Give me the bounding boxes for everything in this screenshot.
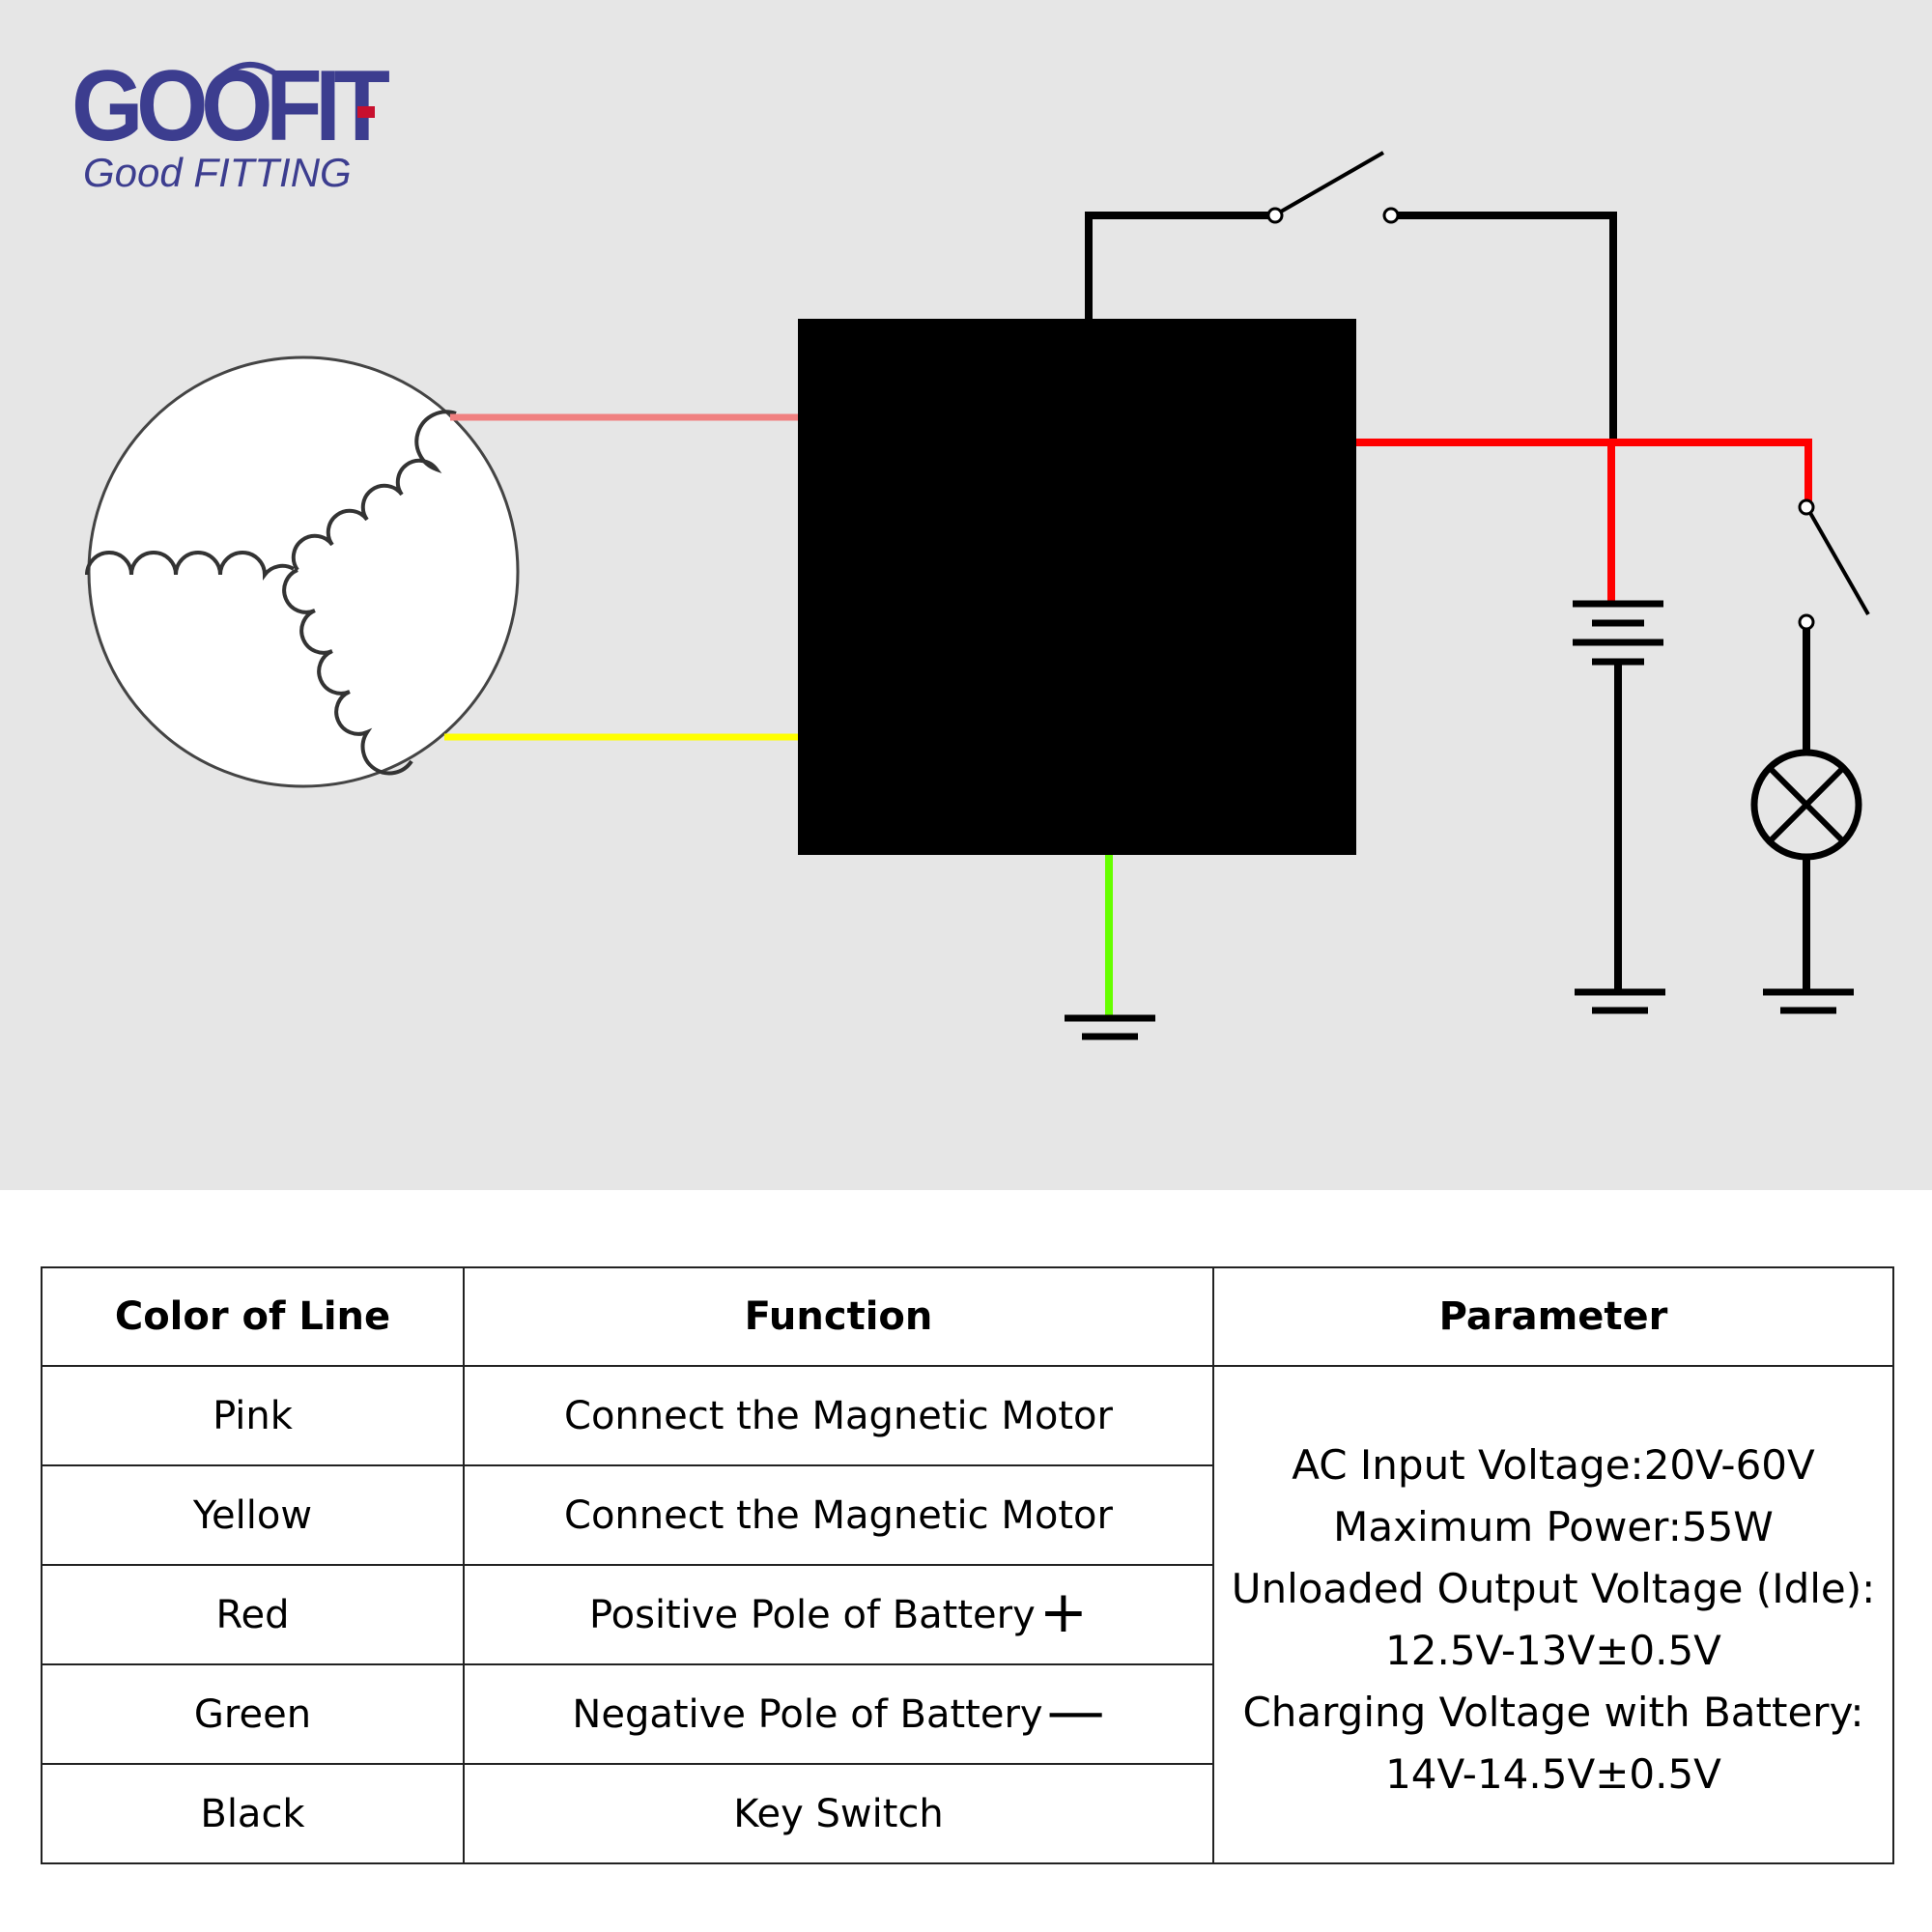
function-text: Negative Pole of Battery <box>572 1691 1043 1737</box>
logo-accent-dash <box>357 106 375 118</box>
ground-icon <box>1575 988 1665 1014</box>
function-text: Connect the Magnetic Motor <box>564 1393 1113 1438</box>
cell-color: Green <box>41 1663 465 1765</box>
table-header-row: Color of Line Function Parameter <box>41 1266 1894 1367</box>
cell-function: Positive Pole of Battery+ <box>463 1564 1214 1665</box>
logo-wordmark: GOOFIT <box>71 50 390 162</box>
table-row: Red Positive Pole of Battery+ <box>41 1564 1893 1665</box>
param-max-power: Maximum Power:55W <box>1333 1502 1774 1550</box>
table-row: Black Key Switch <box>41 1763 1893 1864</box>
cell-color: Red <box>41 1564 465 1665</box>
brand-logo: GOOFIT Good FITTING <box>71 50 390 201</box>
key-switch-icon <box>1085 151 1617 442</box>
table-row: Pink Connect the Magnetic Motor AC Input… <box>41 1365 1894 1864</box>
regulator-box-icon <box>798 319 1356 855</box>
cell-function: Key Switch <box>463 1763 1214 1864</box>
cell-parameters: AC Input Voltage:20V-60V Maximum Power:5… <box>1212 1365 1894 1864</box>
param-unloaded-label: Unloaded Output Voltage (Idle): <box>1231 1564 1876 1612</box>
generator-coil-icon <box>85 355 520 788</box>
function-text: Positive Pole of Battery <box>588 1592 1036 1637</box>
red-wire <box>1356 439 1812 507</box>
header-function: Function <box>463 1266 1214 1367</box>
table-row: Green Negative Pole of Battery— <box>41 1663 1893 1765</box>
function-text: Key Switch <box>733 1791 944 1836</box>
ground-icon <box>1065 1014 1155 1040</box>
param-charging-label: Charging Voltage with Battery: <box>1242 1688 1864 1736</box>
spec-table: Color of Line Function Parameter Pink Co… <box>41 1266 1894 1864</box>
battery-icon <box>1573 600 1663 990</box>
minus-symbol: — <box>1046 1677 1105 1746</box>
header-parameter: Parameter <box>1212 1266 1894 1367</box>
cell-function: Connect the Magnetic Motor <box>463 1365 1214 1466</box>
cell-color: Yellow <box>41 1464 465 1566</box>
table-row: Yellow Connect the Magnetic Motor <box>41 1464 1893 1566</box>
param-ac-input: AC Input Voltage:20V-60V <box>1292 1440 1815 1489</box>
logo-tagline: Good FITTING <box>83 150 352 195</box>
spec-table-container: Color of Line Function Parameter Pink Co… <box>41 1266 1894 1864</box>
param-unloaded-value: 12.5V-13V±0.5V <box>1385 1626 1721 1674</box>
function-text: Connect the Magnetic Motor <box>564 1492 1113 1538</box>
logo-arc-icon <box>218 62 282 79</box>
cell-color: Pink <box>41 1365 465 1466</box>
cell-function: Connect the Magnetic Motor <box>463 1464 1214 1566</box>
header-color-of-line: Color of Line <box>41 1266 465 1367</box>
switch-icon <box>1798 498 1870 752</box>
wiring-diagram <box>0 0 1932 1190</box>
cell-function: Negative Pole of Battery— <box>463 1663 1214 1765</box>
lamp-icon <box>1750 749 1862 990</box>
ground-icon <box>1763 988 1854 1014</box>
plus-symbol: + <box>1038 1577 1089 1646</box>
param-charging-value: 14V-14.5V±0.5V <box>1385 1749 1721 1798</box>
cell-color: Black <box>41 1763 465 1864</box>
